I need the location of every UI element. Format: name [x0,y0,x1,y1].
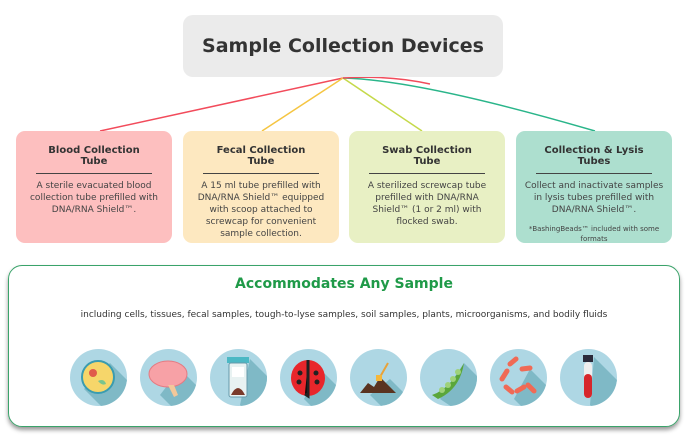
panel-heading: Accommodates Any Sample [235,276,453,292]
card-text: A sterile evacuated blood collection tub… [29,181,158,215]
card-note: *BashingBeads™ included with some format… [528,225,660,243]
card-title: Blood Collection Tube [36,145,152,174]
card-text: Collect and inactivate samples in lysis … [524,181,664,215]
pea-pod-icon [420,349,477,406]
panel-subtitle: including cells, tissues, fecal samples,… [80,310,608,320]
card-title: Collection & Lysis Tubes [536,145,652,174]
blood-tube-icon [560,349,617,406]
page-title: Sample Collection Devices [183,15,503,77]
card-collection-lysis-tubes: Collection & Lysis Tubes Collect and ina… [516,131,672,243]
cell-icon [70,349,127,406]
card-text: A 15 ml tube prefilled with DNA/RNA Shie… [197,181,325,239]
card-blood-collection-tube: Blood Collection Tube A sterile evacuate… [16,131,172,243]
card-title: Swab Collection Tube [369,145,485,174]
ladybug-icon [280,349,337,406]
soil-icon [350,349,407,406]
brain-icon [140,349,197,406]
connector-lines [99,76,596,132]
bacteria-icon [490,349,547,406]
card-text: A sterilized screwcap tube prefilled wit… [367,181,487,227]
card-swab-collection-tube: Swab Collection Tube A sterilized screwc… [349,131,505,243]
card-fecal-collection-tube: Fecal Collection Tube A 15 ml tube prefi… [183,131,339,243]
sample-panel: Accommodates Any Sample including cells,… [8,265,680,427]
fecal-tube-icon [210,349,267,406]
card-title: Fecal Collection Tube [203,145,319,174]
